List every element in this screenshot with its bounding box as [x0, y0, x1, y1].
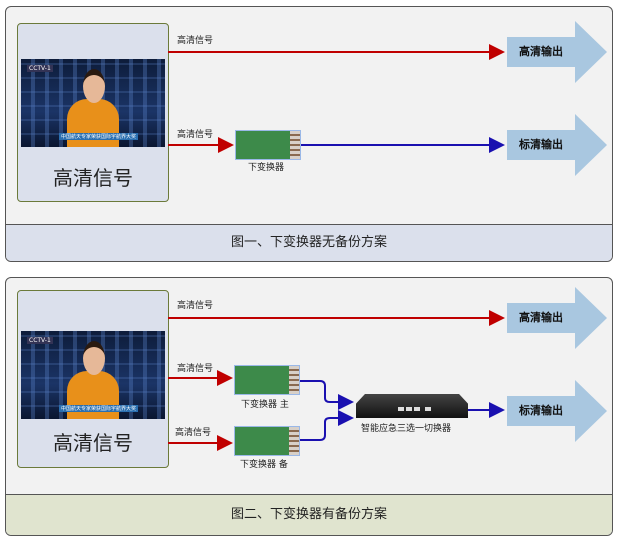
sd-output-arrow: 标清输出: [507, 380, 607, 442]
sd-line: [299, 410, 354, 441]
hd-source-box: CCTV-1 中国航天专家荣获国际宇航界大奖 高清信号: [17, 23, 169, 202]
down-converter: [235, 130, 301, 160]
signal-label: 高清信号: [177, 130, 214, 140]
caption: 图二、下变换器有备份方案: [6, 494, 612, 535]
hd-source-box: CCTV-1 中国航天专家荣获国际宇航界大奖 高清信号: [17, 290, 169, 468]
sd-output-arrow: 标清输出: [507, 114, 607, 176]
converter-label: 下变换器: [248, 163, 285, 173]
signal-label: 高清信号: [175, 428, 212, 438]
news-anchor-image: CCTV-1 中国航天专家荣获国际宇航界大奖: [21, 59, 165, 147]
converter-main-label: 下变换器 主: [241, 400, 289, 410]
news-anchor-image: CCTV-1 中国航天专家荣获国际宇航界大奖: [21, 331, 165, 419]
hd-output-arrow: 高清输出: [507, 21, 607, 83]
emergency-switcher: [356, 394, 468, 418]
sd-line: [299, 380, 354, 410]
down-converter-backup: [234, 426, 300, 456]
switcher-label: 智能应急三选一切换器: [361, 424, 452, 434]
source-label: 高清信号: [53, 166, 133, 190]
converter-backup-label: 下变换器 备: [240, 460, 288, 470]
down-converter-main: [234, 365, 300, 395]
source-label: 高清信号: [53, 431, 133, 455]
signal-label: 高清信号: [177, 364, 214, 374]
hd-output-arrow: 高清输出: [507, 287, 607, 349]
signal-label: 高清信号: [177, 36, 214, 46]
caption: 图一、下变换器无备份方案: [6, 224, 612, 261]
signal-label: 高清信号: [177, 301, 214, 311]
